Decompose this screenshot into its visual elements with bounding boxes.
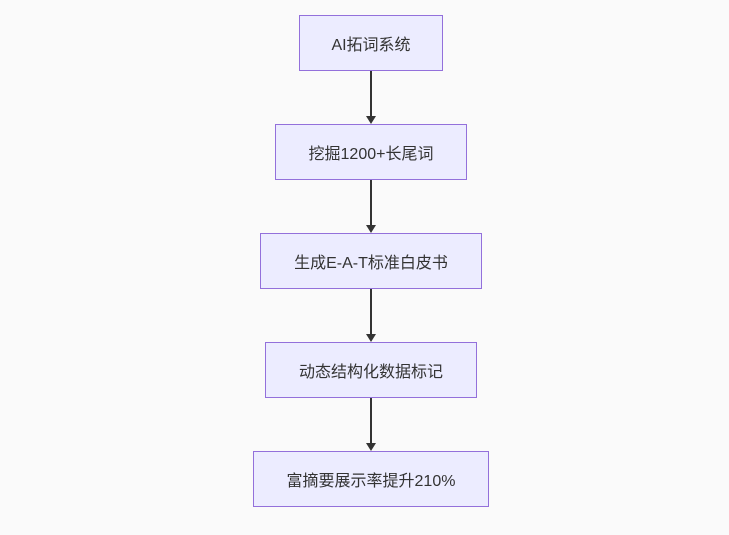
flow-node-label: 富摘要展示率提升210% xyxy=(286,473,456,490)
arrow-down-icon xyxy=(366,334,376,342)
arrow-line xyxy=(370,398,372,443)
flow-connector-1 xyxy=(366,71,376,124)
flow-node-label: AI拓词系统 xyxy=(331,37,411,54)
arrow-down-icon xyxy=(366,443,376,451)
flow-connector-4 xyxy=(366,398,376,451)
flow-node-longtail-keywords: 挖掘1200+长尾词 xyxy=(274,124,468,180)
flow-node-structured-data: 动态结构化数据标记 xyxy=(264,342,477,398)
flow-node-rich-snippet-rate: 富摘要展示率提升210% xyxy=(252,451,490,507)
flow-connector-2 xyxy=(366,180,376,233)
flow-node-label: 生成E-A-T标准白皮书 xyxy=(294,255,448,272)
arrow-line xyxy=(370,71,372,116)
arrow-line xyxy=(370,180,372,225)
arrow-line xyxy=(370,289,372,334)
flow-node-label: 动态结构化数据标记 xyxy=(298,364,443,381)
flow-node-ai-expansion: AI拓词系统 xyxy=(299,15,443,71)
arrow-down-icon xyxy=(366,225,376,233)
flow-node-label: 挖掘1200+长尾词 xyxy=(308,146,434,163)
arrow-down-icon xyxy=(366,116,376,124)
flow-connector-3 xyxy=(366,289,376,342)
flow-node-eat-whitepaper: 生成E-A-T标准白皮书 xyxy=(260,233,482,289)
flowchart-column: AI拓词系统 挖掘1200+长尾词 生成E-A-T标准白皮书 动态结构化数据标记 xyxy=(252,15,490,507)
